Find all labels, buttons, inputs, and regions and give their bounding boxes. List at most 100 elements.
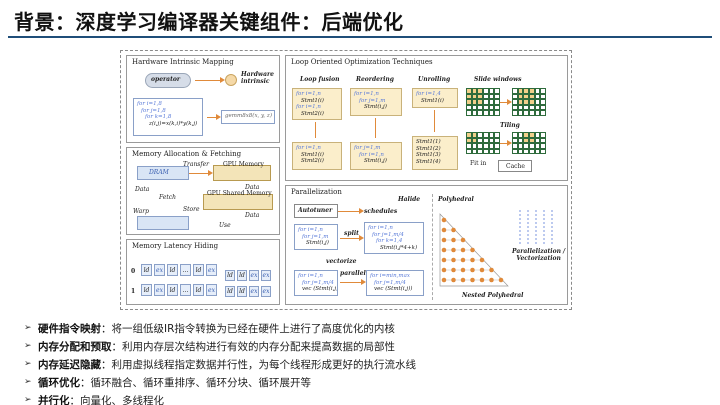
- grid-cell: [529, 110, 535, 116]
- latency-cell: ...: [180, 284, 191, 296]
- title-divider: [8, 36, 712, 38]
- grid-cell: [471, 88, 478, 94]
- grid-cell: [534, 99, 541, 105]
- bullet-item: ➢内存延迟隐藏：利用虚拟线程指定数据并行性，为每个线程形成更好的执行流水线: [24, 355, 704, 373]
- code-line: Stmt2(i): [301, 110, 324, 117]
- bullet-item: ➢并行化：向量化、多线程化: [24, 391, 704, 405]
- code-line: Stmt(i,j): [364, 104, 387, 111]
- latency-cell: ld: [193, 284, 204, 296]
- grid-cell: [512, 132, 518, 138]
- polyhedral-label: Polyhedral: [438, 196, 474, 203]
- polyhedral-point: [441, 237, 447, 243]
- grid-cell: [512, 104, 518, 111]
- polyhedral-point: [479, 277, 485, 283]
- grid-cell: [471, 110, 478, 116]
- autotuner-box: [294, 204, 338, 218]
- schedules-label: schedules: [364, 208, 398, 215]
- code-line: for i=1,n: [296, 91, 321, 97]
- grid-cell: [477, 132, 483, 138]
- grid-cell: [512, 110, 518, 116]
- polyhedral-point: [441, 277, 447, 283]
- store-label: Store: [183, 206, 200, 213]
- grid-cell: [529, 99, 535, 105]
- operator-label: operator: [151, 76, 180, 83]
- code-line: for j=1,m/4: [372, 231, 404, 238]
- polyhedral-point: [460, 237, 466, 243]
- latency-cell: ex: [206, 284, 217, 296]
- bullet-arrow-icon: ➢: [24, 359, 32, 369]
- polyhedral-point: [479, 257, 485, 263]
- code-line: Stmt1(4): [416, 158, 441, 165]
- latency-cell: ex: [261, 270, 271, 281]
- grid-cell: [529, 104, 535, 111]
- code-line: vec (Stmt(i,j)): [302, 286, 338, 293]
- grid-cell: [512, 148, 518, 154]
- grid-cell: [540, 93, 546, 100]
- hw-intrinsic-label: Hardware intrinsic: [241, 71, 274, 85]
- memory-allocation-panel: Memory Allocation & Fetching DRAM Transf…: [126, 147, 280, 235]
- bullet-arrow-icon: ➢: [24, 395, 32, 405]
- grid-cell: [523, 143, 529, 149]
- data-label-2: Data: [135, 186, 150, 193]
- grid-cell: [483, 137, 489, 143]
- vectorize-label: vectorize: [326, 258, 357, 265]
- grid-cell: [523, 148, 529, 154]
- reorder-after-box: for j=1,m for i=1,n Stmt(i,j): [350, 142, 402, 170]
- reorder-down-arrow: [375, 118, 376, 138]
- grid-cell: [466, 132, 472, 138]
- code-line: for j=1,m: [302, 233, 329, 240]
- grid-cell: [471, 148, 478, 154]
- par-code-d: for i=min,max for j=1,m/4 vec (Stmt(i,j)…: [366, 270, 424, 296]
- parallelization-panel: Parallelization Halide Autotuner schedul…: [285, 185, 568, 305]
- grid-cell: [488, 137, 495, 143]
- grid-cell: [529, 93, 535, 100]
- grid-cell: [512, 137, 518, 143]
- bullet-text: ：循环融合、循环重排序、循环分块、循环展开等: [80, 376, 311, 389]
- polyhedral-point: [441, 257, 447, 263]
- thread-0-label: 0: [131, 268, 136, 275]
- code-line: for i=min,max: [370, 273, 410, 279]
- code-line: for i=1,n: [296, 145, 321, 151]
- code-line: for i=1,n: [368, 225, 393, 231]
- latency-cell: ex: [206, 264, 217, 276]
- grid-cell: [494, 143, 500, 149]
- fetch-label: Fetch: [159, 194, 177, 201]
- polyhedral-point: [451, 257, 456, 263]
- bullet-text: ：将一组低级IR指令转换为已经在硬件上进行了高度优化的内核: [101, 322, 395, 335]
- code-line: for i=1,n: [359, 151, 384, 158]
- loop-fusion-label: Loop fusion: [300, 76, 340, 83]
- code-line: for k=1,4: [376, 238, 403, 245]
- grid-cell: [517, 104, 524, 111]
- grid-cell: [494, 104, 500, 111]
- memory-latency-title: Memory Latency Hiding: [132, 242, 219, 250]
- tiling-arrow: [500, 140, 512, 146]
- bullet-head: 内存分配和预取: [38, 340, 112, 353]
- parallelize-arrow: [340, 279, 366, 285]
- code-line: Stmt1(i): [421, 97, 444, 104]
- grid-cell: [512, 88, 518, 94]
- grid-cell: [517, 143, 524, 149]
- grid-cell: [483, 110, 489, 116]
- grid-cell: [523, 88, 529, 94]
- grid-cell: [512, 143, 518, 149]
- grid-cell: [477, 104, 483, 111]
- polyhedral-point: [451, 227, 456, 233]
- code-line: for j=1,m/4: [302, 279, 334, 286]
- grid-cell: [488, 104, 495, 111]
- bullet-arrow-icon: ➢: [24, 341, 32, 351]
- unroll-after-box: Stmt1(1) Stmt1(2) Stmt1(3) Stmt1(4): [412, 136, 458, 170]
- fusion-down-arrow: [315, 122, 316, 138]
- slide-window-grid-2: [512, 88, 546, 116]
- grid-cell: [534, 137, 541, 143]
- grid-cell: [483, 148, 489, 154]
- grid-cell: [483, 93, 489, 100]
- polyhedral-point: [451, 237, 456, 243]
- transfer-arrow: [189, 170, 213, 176]
- grid-cell: [534, 93, 541, 100]
- grid-cell: [529, 137, 535, 143]
- grid-cell: [540, 148, 546, 154]
- split-label: split: [344, 230, 359, 237]
- bullet-text: ：利用虚拟线程指定数据并行性，为每个线程形成更好的执行流水线: [101, 358, 416, 371]
- grid-cell: [494, 137, 500, 143]
- polyhedral-point: [460, 277, 466, 283]
